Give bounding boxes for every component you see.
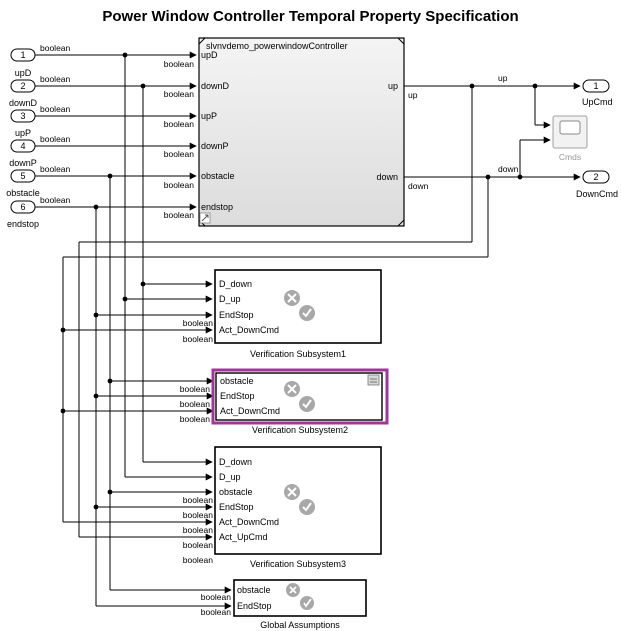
subsystem-label: Verification Subsystem2 — [252, 425, 348, 435]
port-label: boolean — [164, 180, 195, 190]
port-label: Act_UpCmd — [219, 532, 268, 542]
port-label: EndStop — [219, 310, 254, 320]
port-label: 2 — [593, 172, 598, 182]
inport-downD[interactable]: upD 2 boolean — [10, 68, 71, 93]
port-label: down — [376, 172, 398, 182]
port-label: downP — [201, 141, 229, 151]
port-label: boolean — [40, 164, 71, 174]
subsystem-label: Verification Subsystem1 — [250, 349, 346, 359]
scope-block[interactable]: Cmds — [552, 115, 588, 162]
port-label: obstacle — [220, 376, 254, 386]
mask-icon[interactable] — [367, 374, 380, 386]
verification-subsystem-3[interactable]: D_down D_up obstacle EndStop Act_DownCmd… — [214, 446, 382, 569]
port-label: boolean — [183, 510, 214, 520]
port-label: obstacle — [237, 585, 271, 595]
verification-subsystem-2[interactable]: obstacle EndStop Act_DownCmd Verificatio… — [211, 368, 389, 435]
port-label: downD — [9, 98, 38, 108]
port-label: boolean — [164, 210, 195, 220]
port-label: boolean — [164, 59, 195, 69]
outport-upcmd[interactable]: 1 UpCmd — [582, 79, 613, 107]
inport-upD[interactable]: 1 boolean — [10, 43, 71, 62]
port-label: boolean — [201, 607, 232, 617]
signal-label-down: down — [408, 181, 429, 191]
port-label: D_up — [219, 294, 241, 304]
verification-status-icon — [284, 381, 315, 412]
port-label: upP — [15, 128, 31, 138]
port-label: EndStop — [220, 391, 255, 401]
verification-status-icon — [284, 290, 315, 321]
port-label: boolean — [183, 525, 214, 535]
port-label: obstacle — [219, 487, 253, 497]
port-label: boolean — [164, 149, 195, 159]
port-label: obstacle — [6, 188, 40, 198]
port-label: up — [388, 81, 398, 91]
port-label: boolean — [183, 334, 214, 344]
port-label: 3 — [20, 111, 25, 121]
port-label: boolean — [180, 384, 211, 394]
port-label: boolean — [180, 399, 211, 409]
port-label: 1 — [20, 50, 25, 60]
inport-upP[interactable]: downD 3 boolean — [9, 98, 71, 123]
port-label: endstop — [201, 202, 233, 212]
port-label: EndStop — [219, 502, 254, 512]
inport-obstacle[interactable]: downP 5 boolean — [9, 158, 71, 183]
port-label: 4 — [20, 141, 25, 151]
verification-status-icon — [286, 583, 314, 610]
port-label: D_down — [219, 279, 252, 289]
outport-downcmd[interactable]: 2 DownCmd — [576, 170, 618, 199]
port-label: endstop — [7, 219, 39, 229]
port-label: boolean — [183, 540, 214, 550]
port-label: boolean — [40, 134, 71, 144]
inport-downP[interactable]: upP 4 boolean — [10, 128, 71, 153]
port-label: D_up — [219, 472, 241, 482]
port-label: 6 — [20, 202, 25, 212]
port-label: obstacle — [201, 171, 235, 181]
port-label: 1 — [593, 81, 598, 91]
port-label: upD — [201, 50, 218, 60]
port-label: boolean — [40, 104, 71, 114]
controller-name: slvnvdemo_powerwindowController — [206, 41, 348, 51]
port-label: 5 — [20, 171, 25, 181]
port-label: downP — [9, 158, 37, 168]
port-label: 2 — [20, 81, 25, 91]
signal-label-up: up — [498, 73, 508, 83]
subsystem-label: Verification Subsystem3 — [250, 559, 346, 569]
port-label: boolean — [40, 43, 71, 53]
port-label: Act_DownCmd — [219, 325, 279, 335]
port-label: EndStop — [237, 601, 272, 611]
port-label: boolean — [201, 592, 232, 602]
port-label: boolean — [183, 495, 214, 505]
global-assumptions-block[interactable]: obstacle EndStop Global Assumptions — [233, 579, 367, 630]
port-label: Cmds — [559, 152, 581, 162]
port-label: boolean — [40, 195, 71, 205]
link-icon — [199, 212, 211, 224]
port-label: downD — [201, 81, 230, 91]
verification-status-icon — [284, 484, 315, 515]
subsystem-label: Global Assumptions — [260, 620, 340, 630]
junctions — [60, 52, 538, 510]
port-label: Act_DownCmd — [220, 406, 280, 416]
port-label: D_down — [219, 457, 252, 467]
port-label: boolean — [180, 414, 211, 424]
port-label: boolean — [164, 119, 195, 129]
inport-endstop[interactable]: obstacle 6 boolean endstop — [6, 188, 70, 229]
signal-label-up: up — [408, 90, 418, 100]
verification-subsystem-1[interactable]: D_down D_up EndStop Act_DownCmd Verifica… — [214, 269, 382, 359]
port-label: Act_DownCmd — [219, 517, 279, 527]
port-label: upP — [201, 111, 217, 121]
diagram-title: Power Window Controller Temporal Propert… — [102, 8, 519, 25]
signal-label-down: down — [498, 164, 519, 174]
port-label: DownCmd — [576, 189, 618, 199]
port-label: boolean — [40, 74, 71, 84]
controller-block[interactable]: slvnvdemo_powerwindowController upD down… — [198, 37, 405, 227]
port-label: UpCmd — [582, 97, 613, 107]
port-label: upD — [15, 68, 32, 78]
port-label: boolean — [183, 318, 214, 328]
port-label: boolean — [164, 89, 195, 99]
port-label: boolean — [183, 555, 214, 565]
